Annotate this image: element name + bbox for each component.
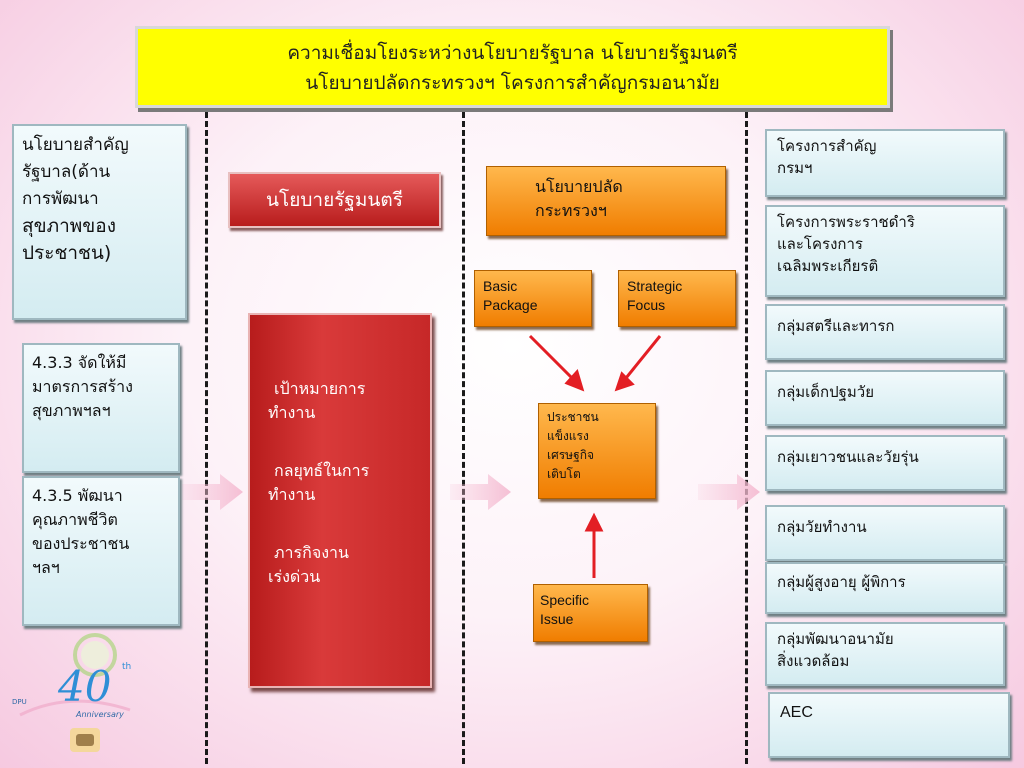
logo-number: 40 (58, 662, 112, 711)
title-line-2: นโยบายปลัดกระทรวงฯ โครงการสำคัญกรมอนามัย (305, 72, 720, 94)
red-arrow-strategic (620, 335, 662, 384)
column-divider-3 (745, 112, 748, 764)
minister-item-target: เป้าหมายการ ทำงาน (268, 379, 366, 422)
basic-package-box: Basic Package (474, 270, 592, 327)
right-item-youth: กลุ่มเยาวชนและวัยรุ่น (765, 435, 1005, 491)
right-item-women-infants: กลุ่มสตรีและทารก (765, 304, 1005, 360)
clock-icon (19, 633, 131, 752)
column-divider-1 (205, 112, 208, 764)
permsec-policy-label: นโยบายปลัด กระทรวงฯ (486, 166, 726, 236)
minister-policy-label: นโยบายรัฐมนตรี (228, 172, 441, 228)
right-item-aec: AEC (768, 692, 1010, 758)
minister-item-strategy: กลยุทธ์ในการ ทำงาน (268, 461, 370, 504)
specific-issue-box: Specific Issue (533, 584, 648, 642)
logo-org: DPU (12, 698, 27, 706)
center-goal-box: ประชาชน แข็งแรง เศรษฐกิจ เติบโต (538, 403, 656, 499)
right-item-key-projects: โครงการสำคัญ กรมฯ (765, 129, 1005, 197)
flow-arrow-middle (450, 474, 511, 510)
strategic-focus-box: Strategic Focus (618, 270, 736, 327)
right-item-royal-projects: โครงการพระราชดำริ และโครงการ เฉลิมพระเกี… (765, 205, 1005, 297)
title-line-1: ความเชื่อมโยงระหว่างนโยบายรัฐบาล นโยบายร… (287, 42, 738, 64)
government-policy-box: นโยบายสำคัญ รัฐบาล(ด้าน การพัฒนา สุขภาพข… (12, 124, 187, 320)
policy-item-4-3-3: 4.3.3 จัดให้มี มาตรการสร้าง สุขภาพฯลฯ (22, 343, 180, 473)
policy-item-4-3-5: 4.3.5 พัฒนา คุณภาพชีวิต ของประชาชน ฯลฯ (22, 476, 180, 626)
flow-arrow-right (698, 474, 760, 510)
flow-arrow-left (182, 474, 243, 510)
column-divider-2 (462, 112, 465, 764)
minister-policy-panel: เป้าหมายการ ทำงาน กลยุทธ์ในการ ทำงาน ภาร… (248, 313, 432, 688)
diagram-title: ความเชื่อมโยงระหว่างนโยบายรัฐบาล นโยบายร… (135, 26, 890, 108)
right-item-working-age: กลุ่มวัยทำงาน (765, 505, 1005, 561)
right-item-early-childhood: กลุ่มเด็กปฐมวัย (765, 370, 1005, 426)
logo-superscript: th (122, 662, 132, 672)
logo-word: Anniversary (76, 710, 124, 719)
right-item-elderly-disabled: กลุ่มผู้สูงอายุ ผู้พิการ (765, 562, 1005, 614)
minister-item-urgent: ภารกิจงาน เร่งด่วน (268, 543, 349, 586)
red-arrow-basic (528, 334, 579, 385)
anniversary-logo: 40 th Anniversary DPU (10, 630, 140, 760)
right-item-environmental-health: กลุ่มพัฒนาอนามัย สิ่งแวดล้อม (765, 622, 1005, 686)
